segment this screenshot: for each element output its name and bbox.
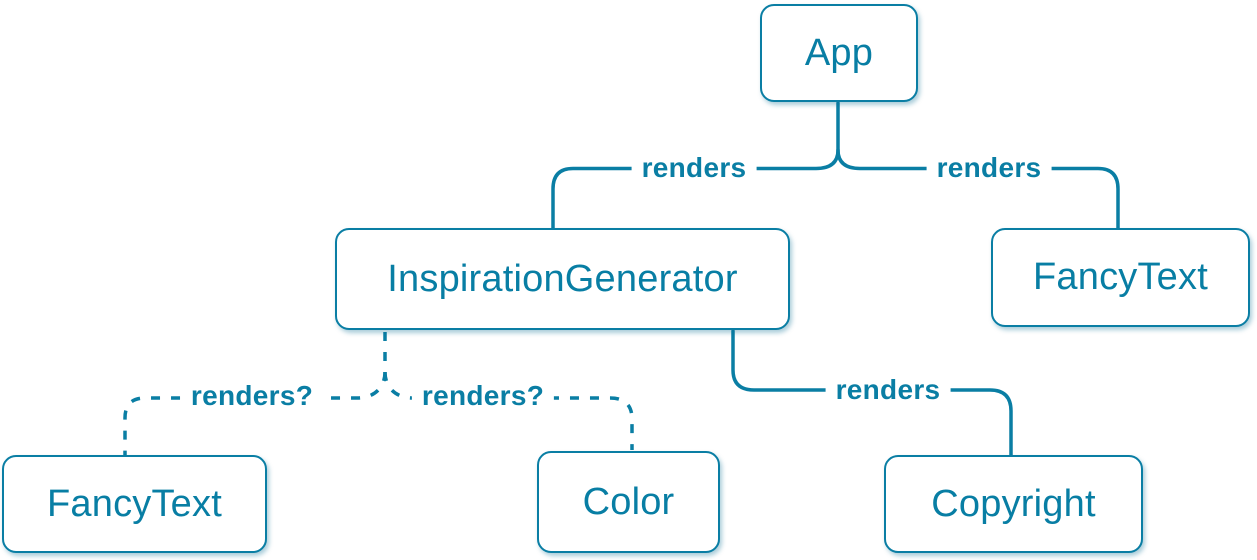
node-fancy-text-bottom-label: FancyText bbox=[47, 482, 222, 525]
node-copyright: Copyright bbox=[884, 455, 1143, 553]
edge-label-renders-maybe-fancy-text: renders? bbox=[180, 380, 324, 412]
node-inspiration-generator-label: InspirationGenerator bbox=[387, 257, 738, 300]
node-copyright-label: Copyright bbox=[931, 482, 1096, 525]
edge-label-renders-copyright: renders bbox=[825, 374, 951, 406]
node-app-label: App bbox=[804, 31, 874, 74]
edge-label-renders-maybe-color: renders? bbox=[411, 380, 555, 412]
node-color-label: Color bbox=[582, 480, 675, 523]
edge-label-renders-fancy-text: renders bbox=[926, 152, 1052, 184]
edge-app-fancy-text bbox=[836, 148, 1120, 230]
edge-inspiration-generator-color bbox=[383, 371, 634, 450]
node-fancy-text-top: FancyText bbox=[991, 228, 1250, 327]
node-fancy-text-top-label: FancyText bbox=[1033, 256, 1208, 298]
node-app: App bbox=[760, 4, 918, 102]
node-inspiration-generator: InspirationGenerator bbox=[335, 228, 790, 330]
edge-label-renders-inspiration: renders bbox=[631, 152, 757, 184]
node-color: Color bbox=[537, 451, 720, 553]
node-fancy-text-bottom: FancyText bbox=[2, 455, 267, 553]
